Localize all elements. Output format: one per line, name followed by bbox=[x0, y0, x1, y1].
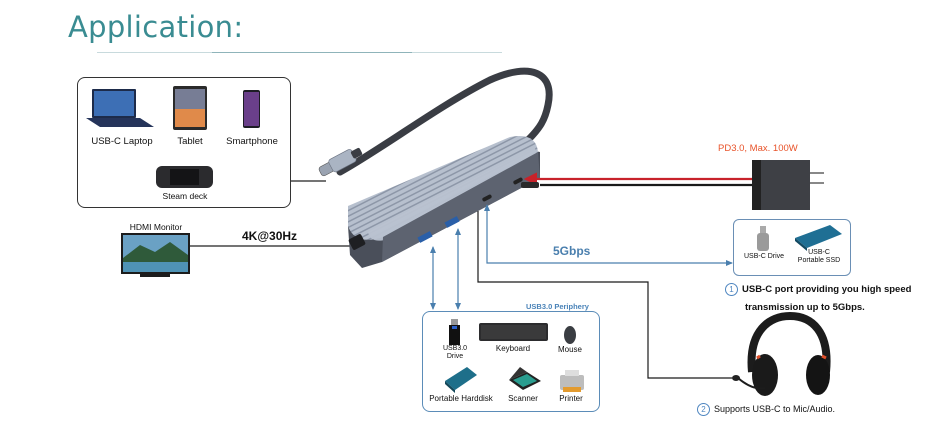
usbc-speed-label: 5Gbps bbox=[553, 244, 591, 258]
audio-line bbox=[477, 211, 732, 379]
hub-cable bbox=[336, 67, 553, 176]
note-number-1: 1 bbox=[725, 283, 738, 296]
host-label-smartphone: Smartphone bbox=[226, 136, 278, 147]
usb3-devices-panel bbox=[422, 311, 600, 412]
audio-note: 2 Supports USB-C to Mic/Audio. bbox=[697, 403, 835, 416]
usb-c-plug bbox=[318, 147, 363, 177]
mouse-icon bbox=[564, 326, 576, 344]
usb-a-port-2 bbox=[444, 216, 460, 228]
usb-a-port-1 bbox=[417, 231, 433, 243]
audio-note-text: Supports USB-C to Mic/Audio. bbox=[714, 403, 836, 414]
laptop-icon bbox=[86, 89, 154, 127]
tablet-icon bbox=[173, 86, 207, 130]
usbc-ssd-label-line1: USB-C bbox=[808, 249, 830, 256]
power-adapter-icon bbox=[752, 160, 824, 210]
steam-deck-icon bbox=[156, 166, 213, 188]
usbc-note-line1: USB-C port providing you high speed bbox=[742, 284, 912, 296]
title-underline-accent bbox=[212, 52, 412, 53]
power-delivery-label: PD3.0, Max. 100W bbox=[718, 143, 798, 154]
usb-drive-icon bbox=[449, 319, 460, 345]
usb3-drive-label-line1: USB3.0 bbox=[442, 345, 468, 352]
hdmi-monitor-label: HDMI Monitor bbox=[129, 222, 183, 232]
usbc-note-line2: transmission up to 5Gbps. bbox=[745, 302, 865, 313]
usb-c-pd-port bbox=[513, 177, 523, 185]
harddisk-icon bbox=[445, 367, 477, 393]
usb3-mouse-label: Mouse bbox=[557, 345, 582, 354]
usb3-drive-label-line2: Drive bbox=[446, 353, 464, 360]
usb3-keyboard-label: Keyboard bbox=[495, 344, 531, 353]
page-title: Application: bbox=[68, 10, 244, 44]
usbc-data-line bbox=[486, 205, 732, 264]
usb3-printer-label: Printer bbox=[559, 394, 583, 403]
host-label-steam-deck: Steam deck bbox=[162, 191, 208, 201]
hdmi-speed-label: 4K@30Hz bbox=[242, 229, 298, 243]
keyboard-icon bbox=[479, 323, 548, 341]
usbc-devices-panel bbox=[733, 219, 851, 276]
usbc-ssd-label-line2: Portable SSD bbox=[797, 257, 841, 264]
host-devices-panel bbox=[77, 77, 291, 208]
host-label-laptop: USB-C Laptop bbox=[91, 136, 153, 147]
usb3-periphery-heading: USB3.0 Periphery bbox=[526, 302, 589, 311]
host-label-tablet: Tablet bbox=[177, 136, 203, 147]
power-plug bbox=[521, 182, 539, 188]
note-number-2: 2 bbox=[697, 403, 710, 416]
printer-icon bbox=[560, 370, 584, 392]
monitor-icon bbox=[121, 233, 190, 277]
usb-hub bbox=[348, 136, 540, 268]
scanner-icon bbox=[509, 367, 541, 390]
usb-c-data-port bbox=[482, 194, 492, 202]
hdmi-port bbox=[348, 234, 366, 250]
ssd-icon bbox=[795, 225, 842, 251]
headset-icon bbox=[732, 311, 831, 396]
usb3-scanner-label: Scanner bbox=[508, 394, 538, 403]
usb3-harddisk-label: Portable Harddisk bbox=[429, 394, 493, 403]
usbc-drive-label: USB-C Drive bbox=[743, 253, 785, 260]
usbc-note: 1 USB-C port providing you high speed bbox=[725, 283, 911, 296]
smartphone-icon bbox=[243, 90, 260, 128]
usb-c-drive-icon bbox=[757, 226, 769, 251]
